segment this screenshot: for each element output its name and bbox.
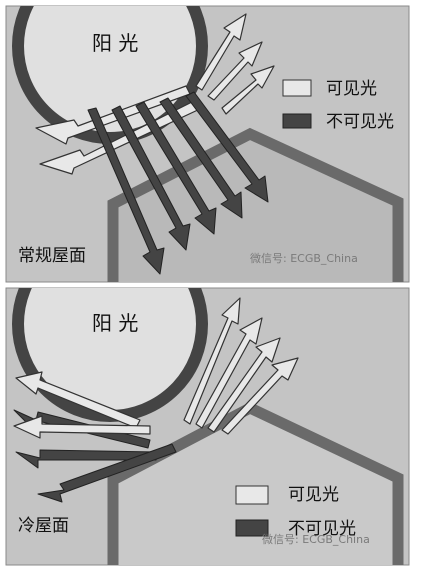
- invisible-ray: [87, 107, 165, 275]
- visible-ray: [183, 297, 241, 425]
- visible-ray: [13, 415, 151, 439]
- panel-conventional-roof: 阳 光 可见光 不可见光: [5, 5, 410, 283]
- visible-ray: [195, 317, 263, 429]
- invisible-ray: [159, 97, 243, 219]
- visible-ray: [207, 41, 263, 101]
- legend-invisible-label: 不可见光: [326, 112, 394, 132]
- panel-title: 常规屋面: [18, 246, 86, 266]
- sun-label: 阳 光: [92, 31, 138, 55]
- visible-ray: [15, 371, 141, 429]
- legend-visible-swatch: [235, 485, 269, 505]
- invisible-ray: [111, 105, 191, 251]
- panel-title: 冷屋面: [18, 516, 69, 536]
- invisible-ray: [185, 91, 269, 203]
- visible-ray: [221, 65, 275, 115]
- legend-visible-swatch: [282, 79, 312, 97]
- watermark: 微信号: ECGB_China: [250, 251, 358, 265]
- invisible-ray: [135, 101, 217, 235]
- legend-invisible-swatch: [282, 113, 312, 129]
- visible-light-reflected: [35, 13, 275, 175]
- legend-invisible-swatch: [235, 519, 269, 537]
- panel-cool-roof: 阳 光 可见光 不可见光 冷屋面 微信号: [5, 287, 410, 566]
- visible-light-reflected: [13, 297, 299, 439]
- legend-visible-label: 可见光: [326, 79, 377, 99]
- visible-ray: [207, 337, 281, 433]
- invisible-ray: [37, 443, 177, 503]
- legend-invisible-label: 不可见光: [288, 519, 356, 539]
- watermark: 微信号: ECGB_China: [262, 532, 370, 546]
- sun-label: 阳 光: [92, 311, 138, 335]
- visible-ray: [221, 357, 299, 435]
- invisible-light-rays: [87, 91, 269, 275]
- legend-visible-label: 可见光: [288, 485, 339, 505]
- visible-ray: [195, 13, 247, 91]
